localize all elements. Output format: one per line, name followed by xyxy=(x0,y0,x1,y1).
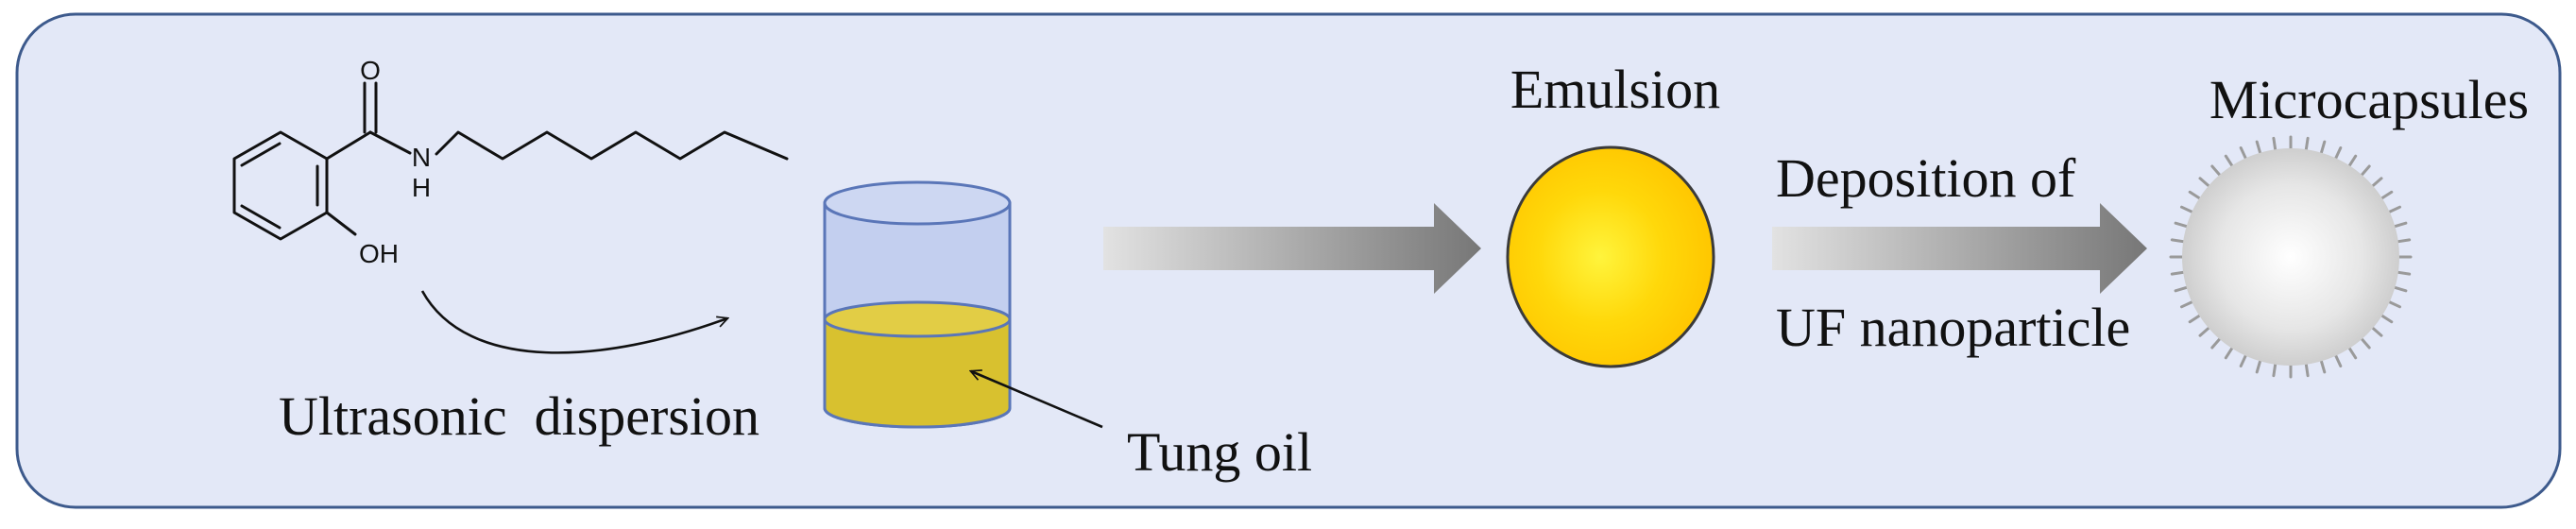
octyl-chain xyxy=(435,130,789,161)
amide-hydrogen-label: H xyxy=(412,173,431,202)
microcapsule xyxy=(2169,135,2413,379)
carbonyl-oxygen-label: O xyxy=(360,56,381,85)
amide-nitrogen-label: N xyxy=(412,143,431,172)
curved-arrow xyxy=(420,290,727,354)
beaker xyxy=(823,180,1012,429)
deposition-label-line1: Deposition of xyxy=(1776,147,2076,209)
tung-oil-layer xyxy=(823,317,1012,429)
tung-oil-label: Tung oil xyxy=(1127,421,1312,483)
block-arrow-1 xyxy=(1103,203,1481,294)
tung-oil-pointer xyxy=(971,371,1103,429)
emulsion-label: Emulsion xyxy=(1510,59,1720,120)
microcapsules-label: Microcapsules xyxy=(2209,69,2529,130)
ultrasonic-dispersion-label: Ultrasonic dispersion xyxy=(279,385,759,447)
block-arrow-2 xyxy=(1772,203,2147,294)
microcapsule-shell xyxy=(2182,148,2399,366)
emulsion-droplet xyxy=(1506,145,1715,368)
oil-surface xyxy=(823,300,1012,338)
hydroxyl-label: OH xyxy=(359,239,399,268)
deposition-label-line2: UF nanoparticle xyxy=(1776,297,2130,358)
beaker-rim xyxy=(823,180,1012,226)
molecule-structure xyxy=(232,81,789,241)
